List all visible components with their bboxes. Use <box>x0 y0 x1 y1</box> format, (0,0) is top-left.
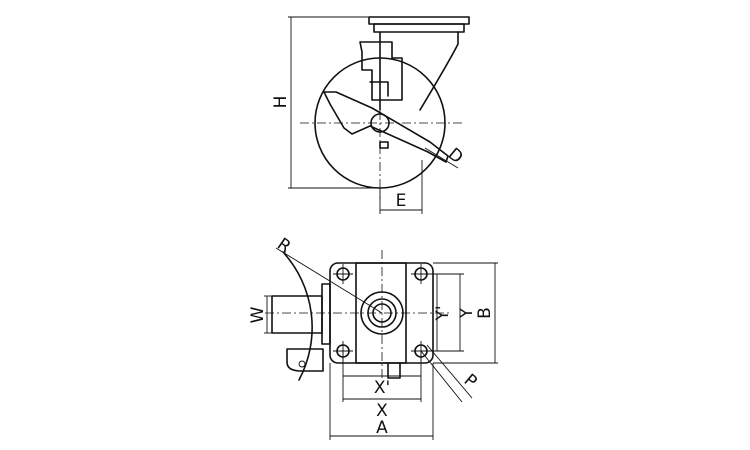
wheel-top <box>271 295 323 334</box>
label-r: R <box>273 234 294 257</box>
brake-lever <box>323 91 449 163</box>
brake-lever-top <box>286 348 324 372</box>
label-w: W <box>248 306 268 323</box>
top-plate <box>368 16 470 25</box>
label-p: P <box>460 370 481 392</box>
label-e: E <box>396 191 407 211</box>
r-leader <box>275 247 383 314</box>
label-a: A <box>376 418 388 438</box>
bottom-tab <box>387 362 401 379</box>
label-d: D <box>444 144 467 168</box>
p-leader-2 <box>426 344 473 399</box>
swivel-ring <box>373 23 465 33</box>
p-leader-1 <box>420 350 463 403</box>
label-b: B <box>475 307 495 319</box>
label-h: H <box>271 96 291 109</box>
label-x-prime: X' <box>374 378 390 398</box>
label-x: X <box>376 401 388 421</box>
side-view: H E D <box>271 16 470 214</box>
lever-hole <box>298 360 306 368</box>
label-y-prime: Y' <box>433 305 453 321</box>
d-leader <box>424 147 459 169</box>
brake-detail <box>369 81 389 97</box>
lever-pin <box>379 141 389 149</box>
top-view: R W Y' Y B P X' X A <box>248 234 498 440</box>
brake-mechanism <box>359 41 403 101</box>
fork-side <box>321 283 331 345</box>
swivel-radius-arc <box>282 251 313 381</box>
label-y: Y <box>457 307 477 319</box>
